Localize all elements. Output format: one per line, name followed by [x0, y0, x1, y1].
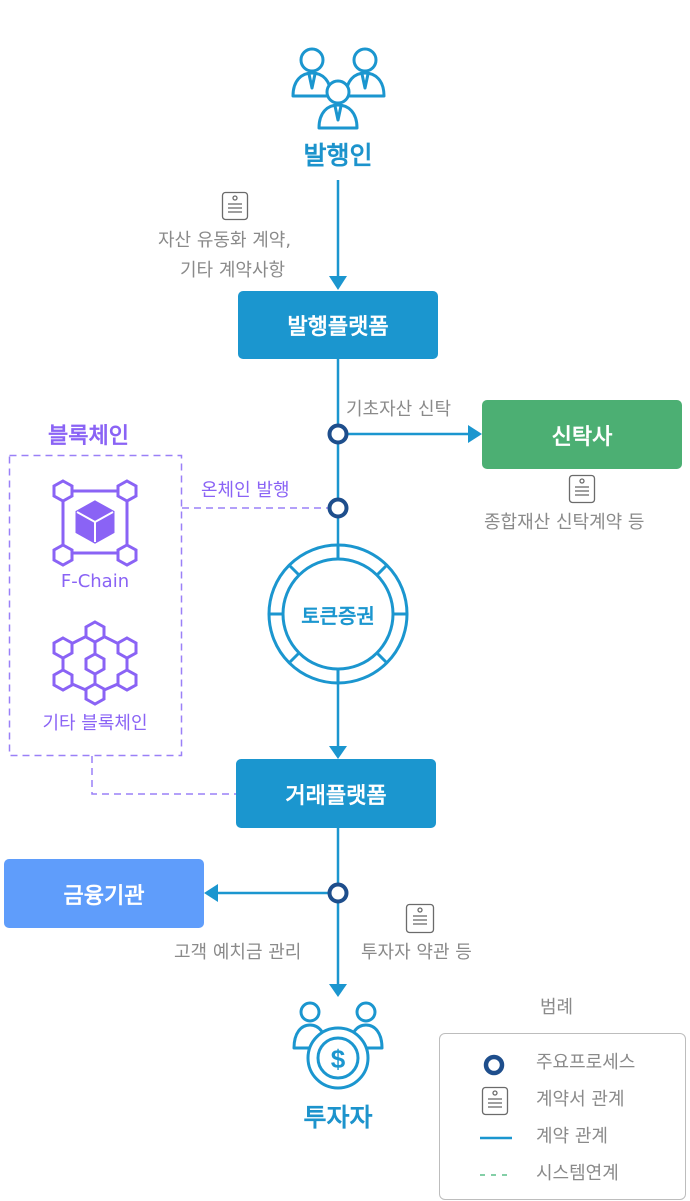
legend: 주요프로세스 계약서 관계 계약 관계 시스템연계: [439, 1033, 686, 1200]
legend-item-document: 계약서 관계: [440, 1084, 685, 1116]
document-icon: [481, 1086, 509, 1116]
arrowhead-right: [468, 425, 482, 443]
financial-institution-box[interactable]: 금융기관: [4, 859, 204, 928]
legend-label: 계약서 관계: [536, 1089, 625, 1110]
process-node-trust: [327, 423, 349, 445]
blockchain-cube-network-icon: [52, 479, 138, 567]
legend-label: 시스템연계: [536, 1163, 619, 1184]
legend-label: 주요프로세스: [536, 1052, 636, 1073]
onchain-issuance-label: 온체인 발행: [201, 480, 290, 501]
issuer-label: 발행인: [303, 141, 373, 170]
issuer-contract-line2: 기타 계약사항: [180, 260, 286, 281]
process-circle-icon: [483, 1054, 505, 1076]
dashed-line-icon: [480, 1174, 512, 1176]
trading-platform-label: 거래플랫폼: [285, 783, 387, 809]
fchain-label: F-Chain: [60, 571, 130, 592]
arrowhead-down: [329, 984, 347, 997]
arrowhead-down: [329, 746, 347, 759]
issuer-contract-line1: 자산 유동화 계약,: [158, 230, 292, 251]
document-icon: [221, 191, 249, 221]
asset-trust-label: 기초자산 신탁: [346, 399, 452, 420]
investors-coin-icon: $: [292, 1001, 384, 1090]
issuance-platform-box[interactable]: 발행플랫폼: [238, 291, 438, 359]
arrowhead-left: [204, 884, 218, 902]
svg-text:$: $: [331, 1044, 346, 1074]
trust-company-label: 신탁사: [551, 424, 613, 450]
investor-terms-label: 투자자 약관 등: [361, 942, 472, 963]
process-node-onchain: [327, 497, 349, 519]
blockchain-group-border: [8, 454, 183, 757]
solid-line-icon: [480, 1136, 512, 1140]
document-icon: [568, 474, 596, 504]
legend-item-process: 주요프로세스: [440, 1047, 685, 1079]
other-blockchain-label: 기타 블록체인: [42, 713, 148, 734]
legend-label: 계약 관계: [536, 1126, 608, 1147]
arrowhead-down: [329, 276, 347, 290]
trust-contract-label: 종합재산 신탁계약 등: [484, 512, 645, 533]
legend-title: 범례: [540, 997, 574, 1018]
document-icon: [405, 903, 435, 934]
deposit-management-label: 고객 예치금 관리: [174, 942, 302, 963]
system-link-trading: [91, 756, 236, 795]
token-security-label: 토큰증권: [301, 604, 375, 628]
financial-institution-label: 금융기관: [63, 883, 145, 909]
legend-item-contract: 계약 관계: [440, 1121, 685, 1153]
issuance-platform-label: 발행플랫폼: [287, 315, 389, 340]
legend-item-system: 시스템연계: [440, 1158, 685, 1190]
process-node-finance: [327, 882, 349, 904]
trust-company-box[interactable]: 신탁사: [482, 400, 682, 469]
blockchain-title: 블록체인: [48, 424, 129, 449]
token-ring-icon: [267, 543, 409, 685]
issuer-contract-text: 자산 유동화 계약, 기타 계약사항: [158, 226, 291, 286]
hexagon-cube-network-icon: [52, 620, 138, 706]
trading-platform-box[interactable]: 거래플랫폼: [236, 759, 436, 828]
investor-label: 투자자: [303, 1103, 373, 1132]
people-group-icon: [291, 47, 386, 130]
